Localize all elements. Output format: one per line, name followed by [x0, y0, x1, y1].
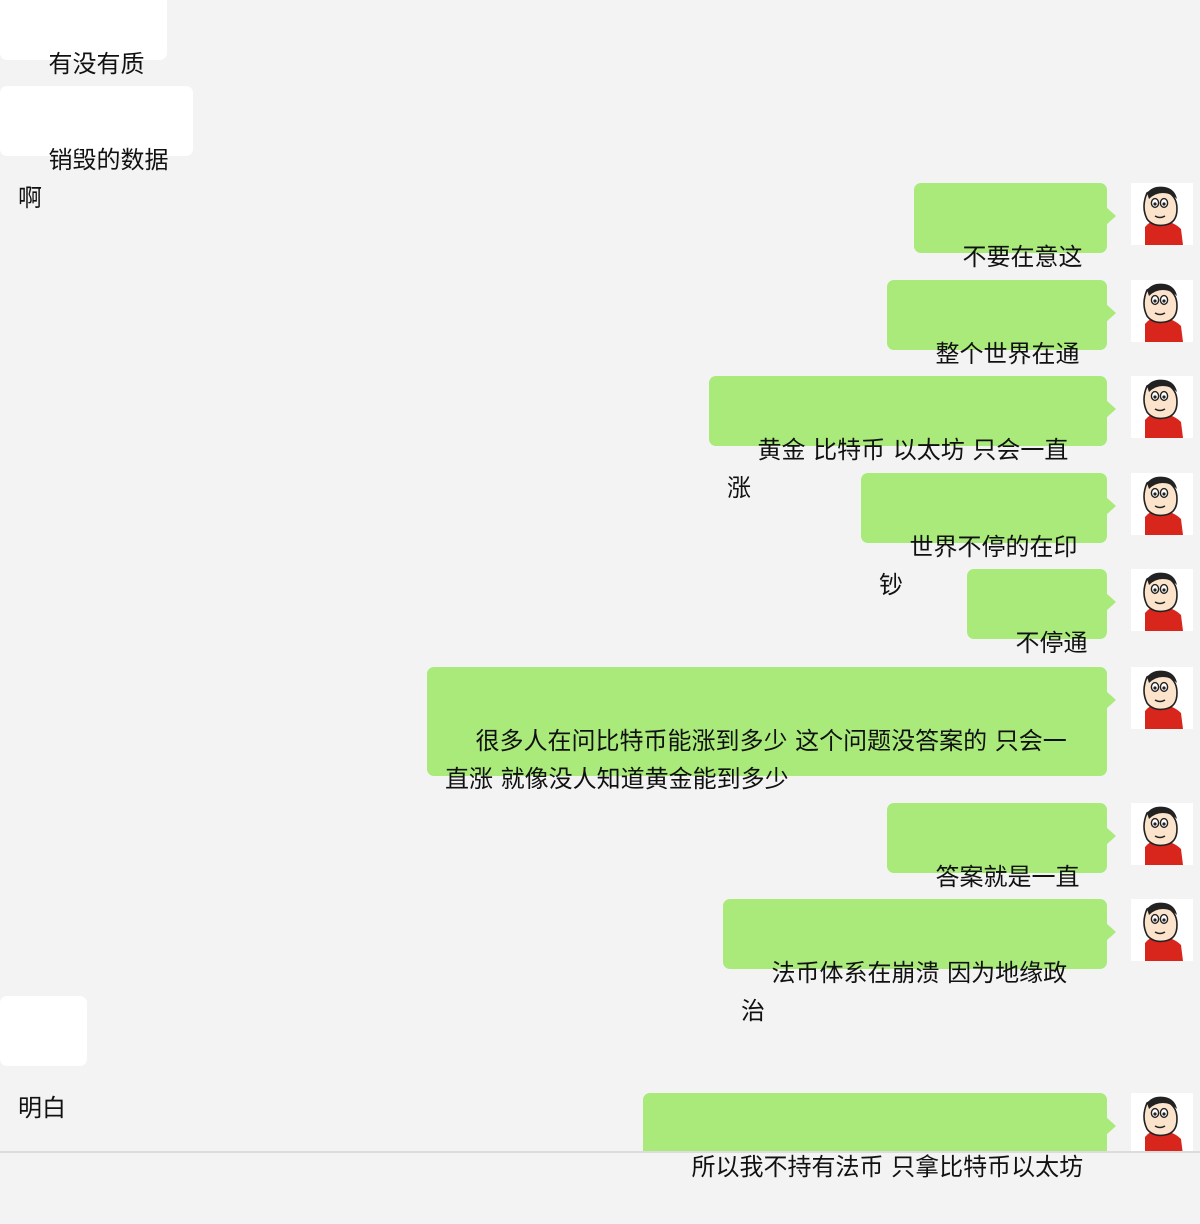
outgoing-message-bubble[interactable]: 整个世界在通胀 — [887, 280, 1116, 406]
cartoon-boy-avatar-icon — [1131, 280, 1193, 342]
input-divider — [0, 1151, 1200, 1153]
outgoing-message-bubble[interactable]: 答案就是一直涨 — [887, 803, 1116, 929]
message-text: 黄金 比特币 以太坊 只会一直涨 — [727, 436, 1069, 502]
user-avatar[interactable] — [1131, 803, 1193, 865]
cartoon-boy-avatar-icon — [1131, 183, 1193, 245]
outgoing-message-bubble[interactable]: 所以我不持有法币 只拿比特币以太坊 — [643, 1093, 1116, 1181]
user-avatar[interactable] — [1131, 899, 1193, 961]
message-text: 很多人在问比特币能涨到多少 这个问题没答案的 只会一直涨 就像没人知道黄金能到多… — [445, 727, 1067, 793]
user-avatar[interactable] — [1131, 667, 1193, 729]
message-text: 世界不停的在印钞 — [879, 533, 1078, 599]
cartoon-boy-avatar-icon — [1131, 473, 1193, 535]
user-avatar[interactable] — [1131, 280, 1193, 342]
message-text: 明白 — [18, 1094, 66, 1122]
outgoing-message-bubble[interactable]: 黄金 比特币 以太坊 只会一直涨 — [709, 376, 1116, 502]
user-avatar[interactable] — [1131, 1093, 1193, 1151]
outgoing-message-bubble[interactable]: 很多人在问比特币能涨到多少 这个问题没答案的 只会一直涨 就像没人知道黄金能到多… — [427, 667, 1116, 793]
user-avatar[interactable] — [1131, 473, 1193, 535]
message-text: 所以我不持有法币 只拿比特币以太坊 — [691, 1153, 1084, 1181]
cartoon-boy-avatar-icon — [1131, 569, 1193, 631]
incoming-message-bubble[interactable]: 有没有质押 — [0, 0, 167, 116]
outgoing-message-bubble[interactable]: 法币体系在崩溃 因为地缘政治 — [723, 899, 1116, 1025]
outgoing-message-bubble[interactable]: 不停通胀 — [967, 569, 1116, 695]
outgoing-message-bubble[interactable]: 不要在意这些 — [914, 183, 1116, 309]
user-avatar[interactable] — [1131, 183, 1193, 245]
message-text: 法币体系在崩溃 因为地缘政治 — [741, 959, 1068, 1025]
cartoon-boy-avatar-icon — [1131, 667, 1193, 729]
cartoon-boy-avatar-icon — [1131, 1093, 1193, 1151]
outgoing-message-bubble[interactable]: 世界不停的在印钞 — [861, 473, 1116, 599]
message-text: 销毁的数据啊 — [18, 146, 169, 212]
cartoon-boy-avatar-icon — [1131, 376, 1193, 438]
cartoon-boy-avatar-icon — [1131, 899, 1193, 961]
incoming-message-bubble[interactable]: 明白 — [0, 996, 87, 1122]
cartoon-boy-avatar-icon — [1131, 803, 1193, 865]
incoming-message-bubble[interactable]: 销毁的数据啊 — [0, 86, 193, 212]
user-avatar[interactable] — [1131, 569, 1193, 631]
chat-window: 有没有质押 销毁的数据啊 不要在意这些 整个世界在通胀 — [0, 0, 1200, 1181]
user-avatar[interactable] — [1131, 376, 1193, 438]
